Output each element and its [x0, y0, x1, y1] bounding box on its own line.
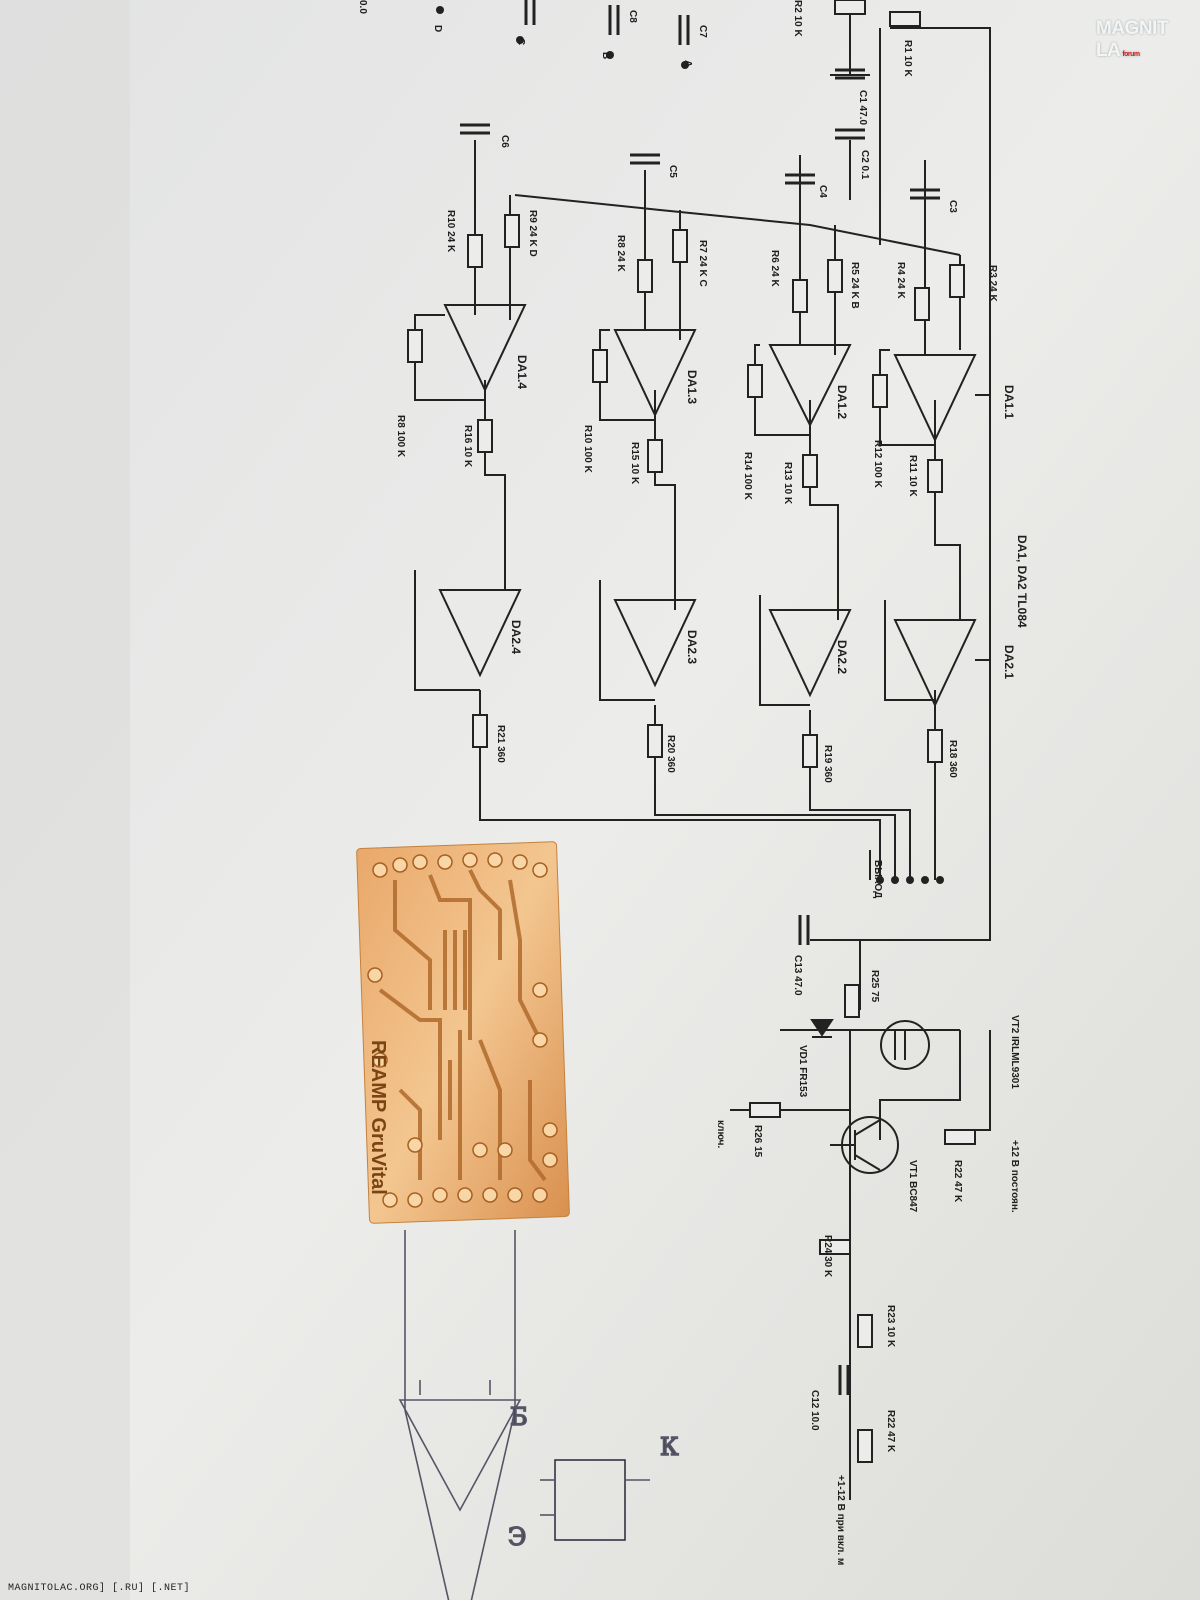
svg-text:R26 15: R26 15 [752, 1125, 763, 1158]
svg-text:C2 0.1: C2 0.1 [859, 150, 870, 180]
capacitor-symbols [460, 0, 940, 1395]
svg-text:C1 47.0: C1 47.0 [857, 90, 868, 125]
opamp-da1-2 [768, 344, 852, 428]
svg-text:R25 75: R25 75 [869, 970, 880, 1003]
svg-text:VD1 FR153: VD1 FR153 [797, 1045, 808, 1098]
svg-text:C7: C7 [697, 25, 708, 38]
svg-text:A: A [682, 60, 693, 67]
opamp-da1-1 [893, 354, 977, 443]
svg-text:DA2.1: DA2.1 [1002, 645, 1016, 679]
svg-text:R1 10 K: R1 10 K [902, 40, 913, 77]
svg-text:R9 24 K D: R9 24 K D [527, 210, 538, 257]
pcb-board: REAMP GruVital [356, 841, 570, 1224]
svg-text:B: B [600, 52, 611, 59]
svg-text:C8: C8 [627, 10, 638, 23]
svg-text:R5 24 K B: R5 24 K B [849, 262, 860, 309]
resistor-symbols [407, 0, 976, 1463]
svg-text:R13 10 K: R13 10 K [782, 462, 793, 505]
output-connector [436, 6, 944, 884]
svg-text:R20 360: R20 360 [665, 735, 676, 773]
svg-text:ВЫХОД: ВЫХОД [872, 860, 883, 898]
svg-text:R22 47 K: R22 47 K [885, 1410, 896, 1453]
svg-text:+1-12 B при вкл. м: +1-12 B при вкл. м [835, 1475, 846, 1565]
svg-text:R8 100 K: R8 100 K [395, 415, 406, 458]
svg-text:R16 10 K: R16 10 K [462, 425, 473, 468]
svg-text:R12 100 K: R12 100 K [872, 440, 883, 489]
svg-text:Э: Э [508, 1523, 526, 1551]
svg-text:R4 24 K: R4 24 K [895, 262, 906, 299]
svg-text:C: C [515, 38, 526, 45]
svg-text:К: К [660, 1433, 679, 1461]
pcb-pads [367, 852, 558, 1208]
svg-text:R10 24 K: R10 24 K [445, 210, 456, 253]
svg-text:R10 100 K: R10 100 K [582, 425, 593, 474]
svg-text:C5: C5 [667, 165, 678, 178]
svg-text:R22 47 K: R22 47 K [952, 1160, 963, 1203]
opamp-da1-4 [443, 304, 527, 393]
svg-text:R7 24 K C: R7 24 K C [697, 240, 708, 287]
footer-watermark: MAGNITOLAC.ORG] [.RU] [.NET] [8, 1583, 191, 1594]
opamp-da1-3 [613, 329, 697, 418]
svg-text:ключ.: ключ. [715, 1120, 726, 1148]
svg-text:DA2.4: DA2.4 [509, 620, 523, 654]
svg-text:C12 10.0: C12 10.0 [809, 1390, 820, 1431]
svg-text:R19 360: R19 360 [822, 745, 833, 783]
svg-text:DA2.3: DA2.3 [685, 630, 699, 664]
svg-text:D: D [432, 25, 443, 32]
svg-text:VT2 IRLML9301: VT2 IRLML9301 [1009, 1015, 1020, 1089]
svg-text:R3 24 K: R3 24 K [987, 265, 998, 302]
opamp-symbols [438, 304, 977, 708]
svg-text:R14 100 K: R14 100 K [742, 452, 753, 501]
svg-text:DA1.3: DA1.3 [685, 370, 699, 404]
svg-text:+12 B постоян.: +12 B постоян. [1009, 1140, 1020, 1213]
svg-text:0.0: 0.0 [357, 0, 368, 14]
svg-text:C6: C6 [499, 135, 510, 148]
opamp-da2-3 [613, 599, 697, 688]
svg-text:R6 24 K: R6 24 K [769, 250, 780, 287]
svg-text:DA1.4: DA1.4 [515, 355, 529, 389]
pcb-traces [378, 869, 547, 1182]
svg-text:C3: C3 [947, 200, 958, 213]
transistor-symbols [810, 1019, 930, 1174]
svg-text:R11 10 K: R11 10 K [907, 455, 918, 497]
handwritten-sketch: К Б Э [398, 1230, 680, 1600]
svg-text:R8 24 K: R8 24 K [615, 235, 626, 272]
diode-vd1 [810, 1019, 834, 1037]
svg-text:C4: C4 [817, 185, 828, 198]
schematic-labels: DA1, DA2 TL084 DA1.1 DA1.2 DA1.3 DA1.4 D… [357, 0, 1029, 1565]
svg-text:R18 360: R18 360 [947, 740, 958, 778]
svg-text:R15 10 K: R15 10 K [629, 442, 640, 485]
svg-text:R21 360: R21 360 [495, 725, 506, 763]
svg-text:C13 47.0: C13 47.0 [792, 955, 803, 996]
svg-text:DA2.2: DA2.2 [835, 640, 849, 674]
title-label: DA1, DA2 TL084 [1015, 535, 1029, 628]
svg-text:R24 30 K: R24 30 K [822, 1235, 833, 1278]
opamp-da2-1 [893, 619, 977, 708]
svg-text:Б: Б [510, 1403, 528, 1431]
svg-text:VT1 BC847: VT1 BC847 [907, 1160, 918, 1213]
pcb-label: REAMP GruVital [367, 1040, 389, 1195]
svg-text:DA1.2: DA1.2 [835, 385, 849, 419]
opamp-da2-2 [768, 609, 852, 698]
opamp-da2-4 [438, 589, 522, 678]
svg-text:DA1.1: DA1.1 [1002, 385, 1016, 419]
svg-text:R2 10 K: R2 10 K [792, 0, 803, 37]
svg-text:R23 10 K: R23 10 K [885, 1305, 896, 1348]
transistor-vt2 [880, 1020, 930, 1070]
